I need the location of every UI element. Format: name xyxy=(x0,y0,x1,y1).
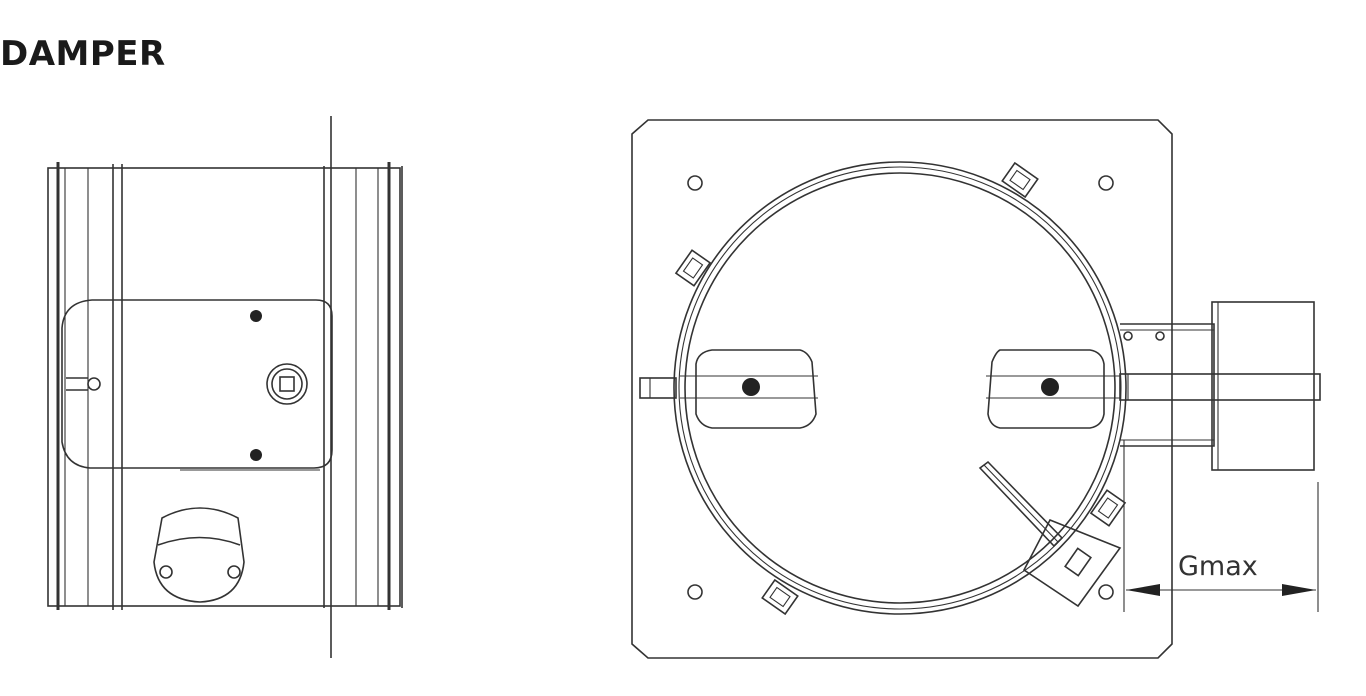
actuator-screw-bottom xyxy=(250,449,262,461)
corner-hole-tr xyxy=(1098,175,1114,191)
ring-clip xyxy=(674,249,712,287)
duct-body xyxy=(47,167,401,607)
shaft-coupling xyxy=(266,363,308,405)
left-shaft-dot xyxy=(742,378,760,396)
actuator-screw-top xyxy=(250,310,262,322)
lever-arm xyxy=(978,460,1064,548)
actuator-housing xyxy=(61,299,333,469)
ring-clip xyxy=(1089,489,1127,527)
dimension-arrow-right xyxy=(1282,584,1316,596)
actuator-bracket xyxy=(1120,323,1215,447)
ring-clip xyxy=(761,578,799,616)
flange-plate xyxy=(631,119,1173,659)
corner-hole-tl xyxy=(687,175,703,191)
manual-release xyxy=(66,377,88,391)
right-shaft-dot xyxy=(1041,378,1059,396)
duct-ring-inner xyxy=(684,172,1116,604)
dimension-label-gmax: Gmax xyxy=(1178,551,1258,582)
dimension-arrow-left xyxy=(1126,584,1160,596)
right-bearing-block xyxy=(987,349,1105,429)
lever-box xyxy=(1022,518,1122,608)
ring-clip xyxy=(1001,161,1039,199)
front-view: Gmax xyxy=(631,119,1321,659)
access-knob xyxy=(153,507,245,603)
left-bearing-block xyxy=(695,349,817,429)
corner-hole-br xyxy=(1098,584,1114,600)
diagram-title: DAMPER xyxy=(0,34,166,74)
actuator-body xyxy=(1211,301,1315,471)
side-view xyxy=(47,116,403,658)
drive-shaft xyxy=(1119,373,1321,401)
duct-ring-outer xyxy=(673,161,1127,615)
corner-hole-bl xyxy=(687,584,703,600)
